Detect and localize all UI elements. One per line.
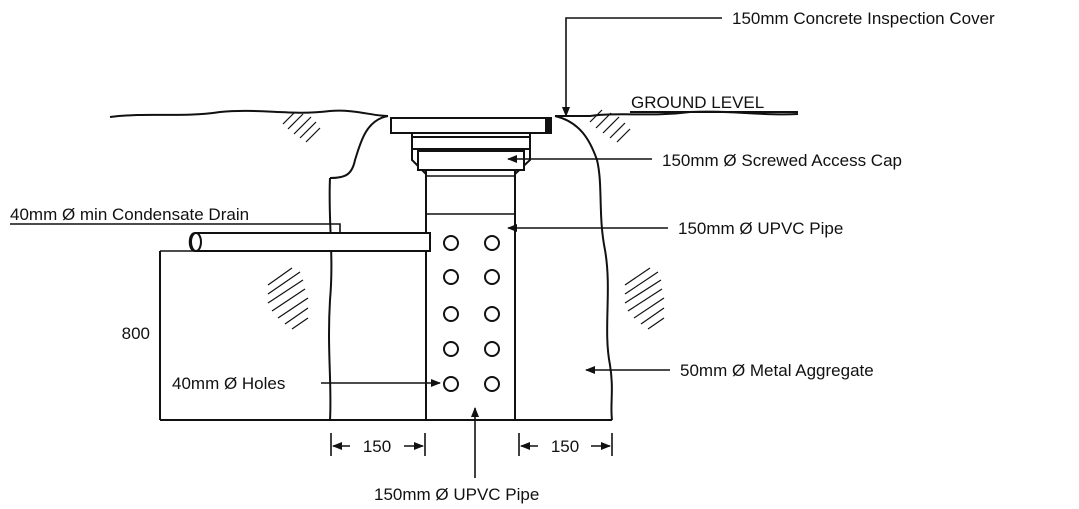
label-inspection-cover: 150mm Concrete Inspection Cover [732, 9, 995, 28]
hole [443, 235, 459, 251]
label-upvc-pipe-bottom: 150mm Ø UPVC Pipe [374, 485, 539, 504]
soil-hatch-right [624, 267, 665, 330]
excavation-right-wall [554, 115, 613, 421]
screwed-access-cap [411, 136, 531, 150]
inspection-cover-edge [545, 118, 551, 133]
screwed-access-cap-thread [417, 150, 525, 171]
condensate-drain [188, 232, 431, 252]
inspection-cover [390, 117, 552, 134]
label-access-cap: 150mm Ø Screwed Access Cap [662, 151, 902, 170]
dim-left-label: 150 [363, 437, 391, 456]
hole [443, 376, 459, 392]
label-condensate-drain: 40mm Ø min Condensate Drain [10, 205, 249, 224]
label-holes: 40mm Ø Holes [172, 374, 285, 393]
hole [484, 269, 500, 285]
hole [443, 306, 459, 322]
ground-line-left [109, 109, 389, 118]
leader-inspection-cover [562, 17, 722, 117]
excavation-left-side [328, 177, 333, 421]
ground-hatch-top-left [282, 111, 321, 143]
hole [484, 235, 500, 251]
depth-label: 800 [122, 324, 150, 343]
condensate-drain-end [190, 232, 202, 252]
hole [443, 341, 459, 357]
label-upvc-pipe-right: 150mm Ø UPVC Pipe [678, 219, 843, 238]
label-ground-level: GROUND LEVEL [631, 93, 764, 112]
soil-hatch-left [267, 267, 309, 330]
ground-hatch-top-right [589, 109, 631, 143]
label-metal-aggregate: 50mm Ø Metal Aggregate [680, 361, 874, 380]
hole [484, 376, 500, 392]
hole [443, 269, 459, 285]
dim-right-label: 150 [551, 437, 579, 456]
hole [484, 341, 500, 357]
leader-condensate-drain [10, 223, 341, 233]
excavation-left-wall [329, 115, 389, 179]
hole [484, 306, 500, 322]
pipe-holes [443, 235, 500, 392]
